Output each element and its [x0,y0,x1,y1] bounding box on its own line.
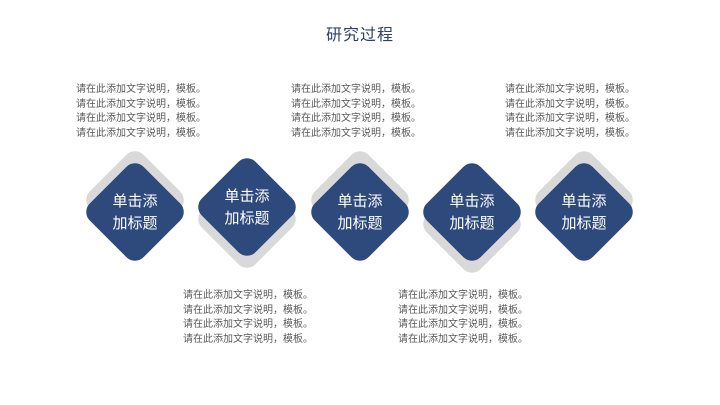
step-5-description: 请在此添加文字说明，模板。 请在此添加文字说明，模板。 请在此添加文字说明，模板… [505,83,635,141]
description-line: 请在此添加文字说明，模板。 [183,290,313,301]
description-line: 请在此添加文字说明，模板。 [183,304,313,316]
step-4-description: 请在此添加文字说明，模板。 请在此添加文字说明，模板。 请在此添加文字说明，模板… [398,289,528,347]
description-line: 请在此添加文字说明，模板。 [398,304,528,316]
description-line: 请在此添加文字说明，模板。 [398,333,528,345]
description-line: 请在此添加文字说明，模板。 [291,113,421,124]
step-3-description: 请在此添加文字说明，模板。 请在此添加文字说明，模板。 请在此添加文字说明，模板… [291,83,421,141]
description-line: 请在此添加文字说明，模板。 [76,127,206,139]
description-line: 请在此添加文字说明，模板。 [398,319,528,330]
description-line: 请在此添加文字说明，模板。 [76,84,206,95]
description-line: 请在此添加文字说明，模板。 [505,127,635,139]
description-line: 请在此添加文字说明，模板。 [183,333,313,345]
description-line: 请在此添加文字说明，模板。 [291,84,421,95]
step-1-diamond[interactable]: 单击添 加标题 [80,146,190,267]
step-1-title[interactable]: 单击添 加标题 [112,192,158,232]
page-title: 研究过程 [325,25,394,44]
step-3-title[interactable]: 单击添 加标题 [337,192,383,232]
step-4-title[interactable]: 单击添 加标题 [449,192,495,232]
step-4-diamond[interactable]: 单击添 加标题 [417,157,527,278]
description-line: 请在此添加文字说明，模板。 [76,98,206,110]
description-line: 请在此添加文字说明，模板。 [505,98,635,110]
description-line: 请在此添加文字说明，模板。 [505,84,635,95]
step-3-diamond[interactable]: 单击添 加标题 [305,146,415,267]
step-5-title[interactable]: 单击添 加标题 [561,192,607,232]
step-2-description: 请在此添加文字说明，模板。 请在此添加文字说明，模板。 请在此添加文字说明，模板… [183,289,313,347]
description-line: 请在此添加文字说明，模板。 [505,113,635,124]
step-2-diamond[interactable]: 单击添 加标题 [192,152,302,273]
step-5-diamond[interactable]: 单击添 加标题 [529,146,639,267]
description-line: 请在此添加文字说明，模板。 [183,319,313,330]
step-1-description: 请在此添加文字说明，模板。 请在此添加文字说明，模板。 请在此添加文字说明，模板… [76,83,206,141]
step-2-title[interactable]: 单击添 加标题 [224,187,270,227]
description-line: 请在此添加文字说明，模板。 [291,127,421,139]
description-line: 请在此添加文字说明，模板。 [398,290,528,301]
description-line: 请在此添加文字说明，模板。 [76,113,206,124]
description-line: 请在此添加文字说明，模板。 [291,98,421,110]
